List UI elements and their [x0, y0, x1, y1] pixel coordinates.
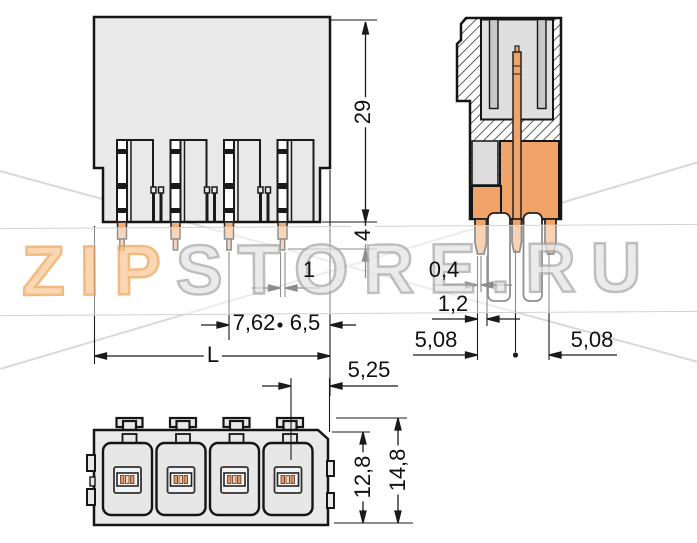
dim-label-blade-thickness: 0,4 — [428, 257, 460, 282]
dim-label-front-height: 29 — [350, 96, 375, 128]
dim-label-pin-to-edge-bottom: 5,25 — [347, 357, 391, 382]
front-view-drawing — [92, 15, 332, 251]
dim-label-pin-protrusion: 4 — [350, 225, 375, 245]
dim-label-overall-depth: 14,8 — [385, 445, 410, 495]
dim-label-body-depth: 12,8 — [350, 452, 375, 502]
watermark-text: ZIPSTORE.RU — [21, 225, 658, 315]
watermark-zip: ZIP — [21, 230, 178, 311]
dim-label-side-pin-left: 5,08 — [414, 327, 458, 352]
watermark-band: ZIPSTORE.RU — [0, 223, 697, 317]
dim-label-side-pin-right: 5,08 — [570, 327, 614, 352]
dim-label-pin-tip-width: 1 — [302, 257, 316, 282]
dim-label-blade-width: 1,2 — [437, 291, 469, 316]
dim-label-pin-pitch: 7,62 — [232, 310, 276, 335]
watermark-store: STORE.RU — [174, 227, 657, 310]
dim-label-last-pin-to-edge: 6,5 — [289, 310, 321, 335]
bottom-view-drawing — [86, 416, 335, 527]
dim-label-total-length: L — [203, 343, 223, 367]
bottom-view-pin-contacts — [116, 472, 300, 487]
